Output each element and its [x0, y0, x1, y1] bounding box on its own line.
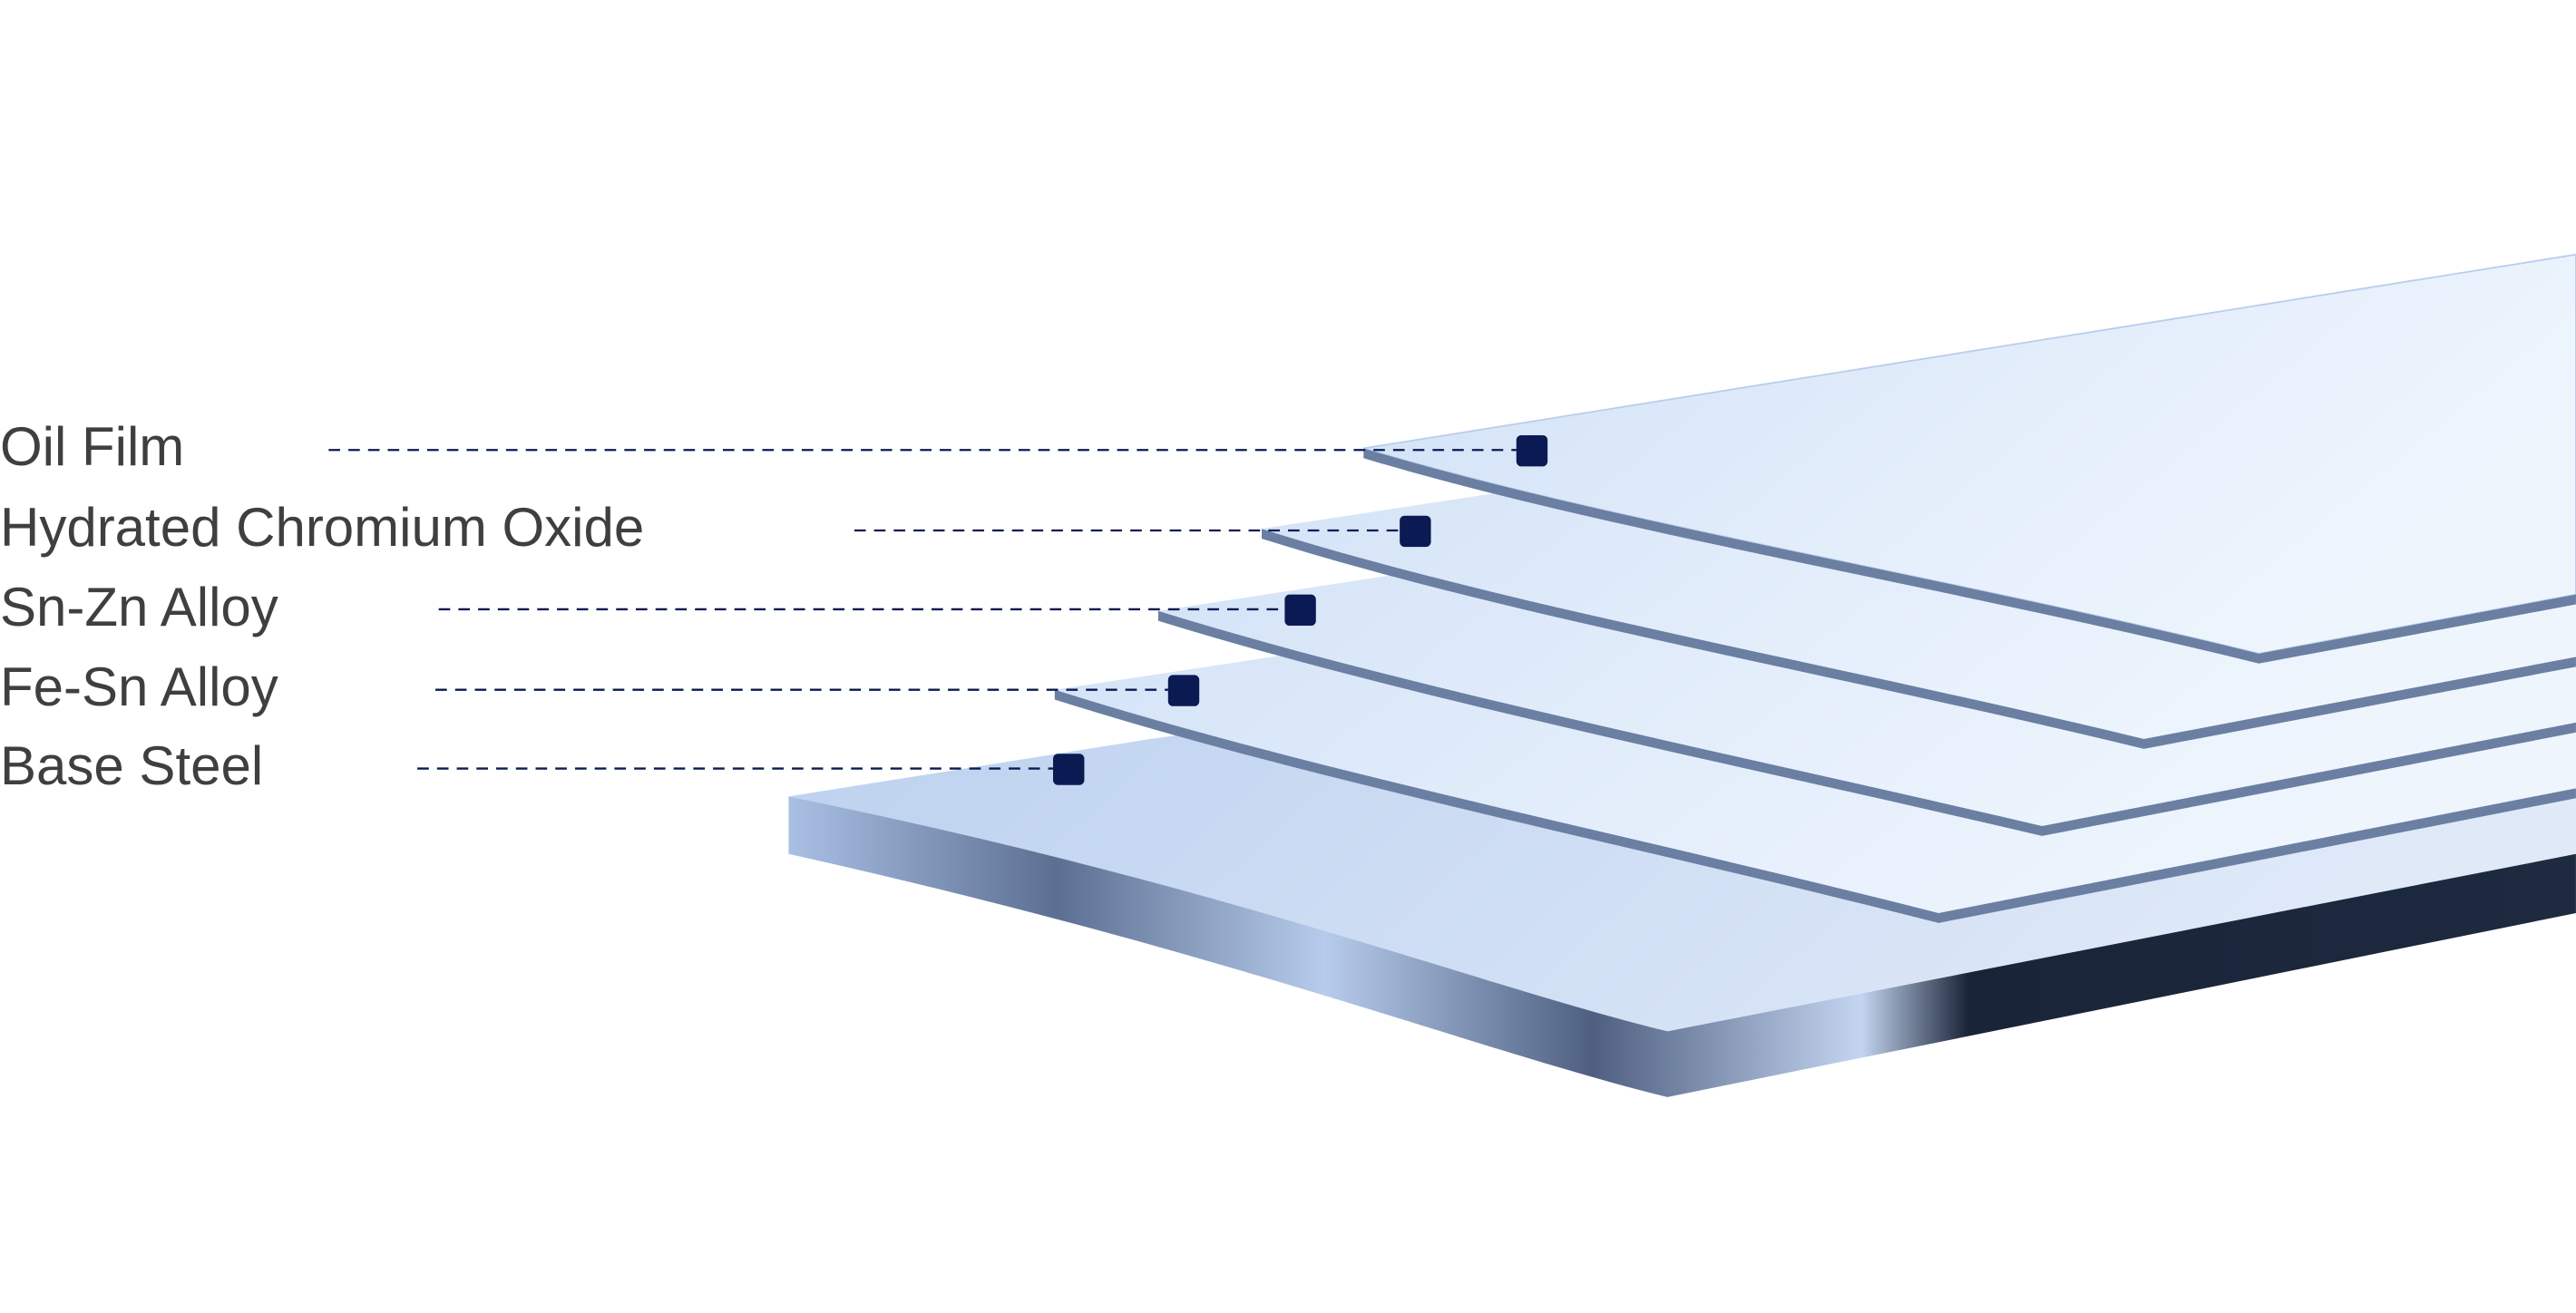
marker-base-steel: [1053, 754, 1085, 785]
plate-oil-film: [1363, 253, 2576, 664]
label-hydrated-chromium-oxide: Hydrated Chromium Oxide: [0, 497, 645, 558]
marker-hydrated-chromium-oxide: [1400, 515, 1431, 548]
label-oil-film: Oil Film: [0, 416, 185, 477]
label-fe-sn-alloy: Fe-Sn Alloy: [0, 656, 278, 717]
marker-fe-sn-alloy: [1167, 675, 1200, 706]
label-base-steel: Base Steel: [0, 735, 264, 796]
label-sn-zn-alloy: Sn-Zn Alloy: [0, 577, 278, 637]
marker-sn-zn-alloy: [1284, 594, 1316, 627]
marker-oil-film: [1516, 434, 1548, 467]
